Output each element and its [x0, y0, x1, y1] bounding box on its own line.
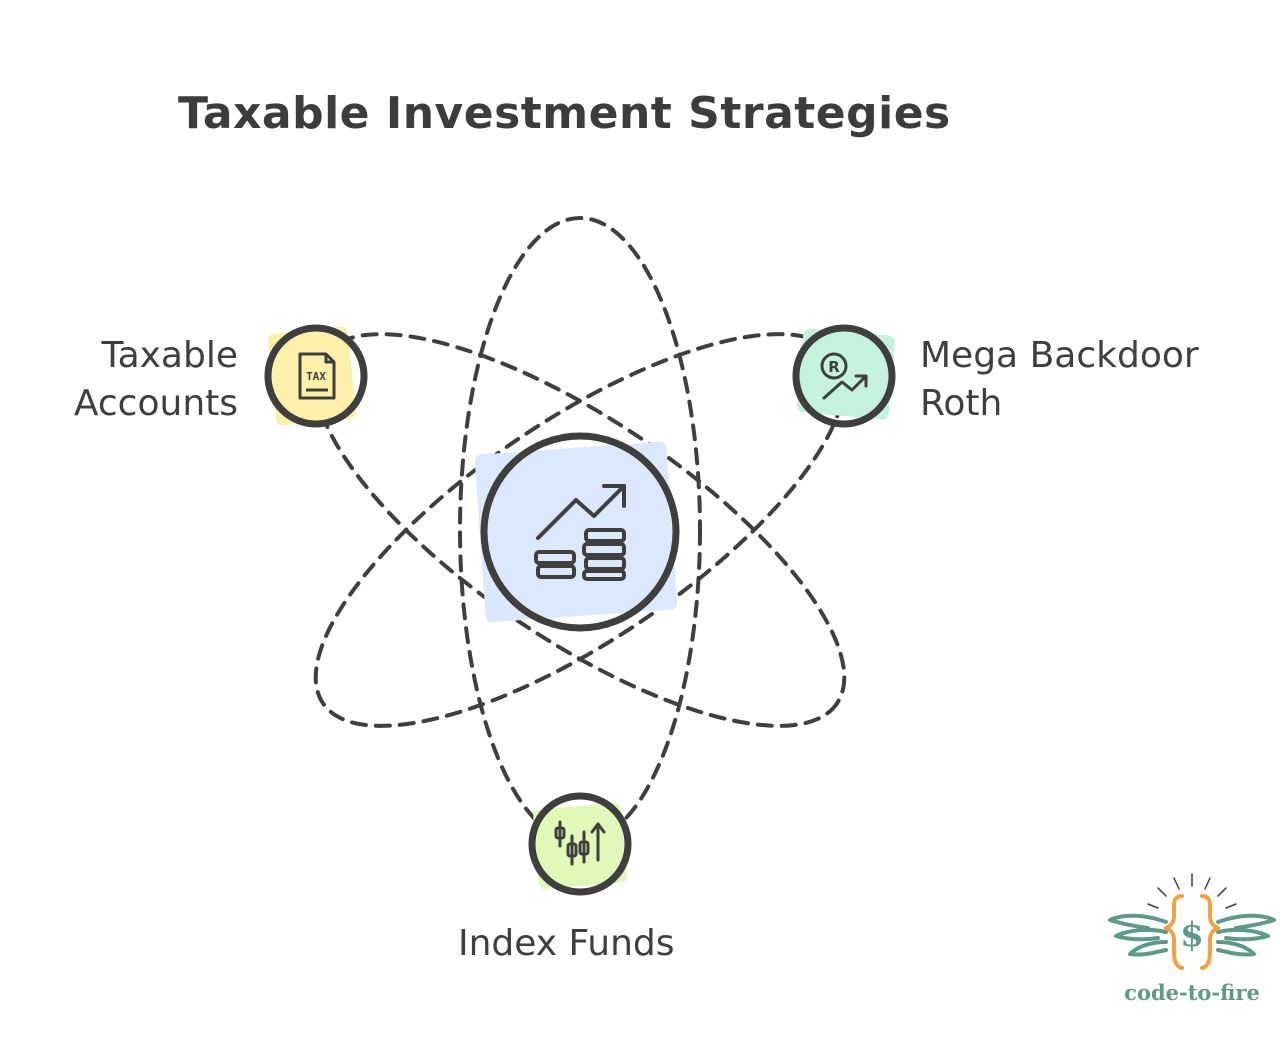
page-title: Taxable Investment Strategies [178, 88, 951, 139]
candlestick-chart-icon [554, 820, 606, 866]
roth-growth-icon [820, 352, 868, 400]
mega-backdoor-roth-label-line1: Mega Backdoor [920, 335, 1199, 376]
mega-backdoor-roth-label: Mega Backdoor Roth [920, 332, 1199, 428]
logo-dollar-symbol: $ [1180, 915, 1204, 955]
taxable-accounts-label-line1: Taxable [101, 335, 238, 376]
tax-badge: TAX [306, 370, 326, 383]
roth-badge: R [828, 358, 840, 376]
index-funds-label: Index Funds [458, 923, 675, 964]
code-to-fire-logo-icon: $ [1108, 873, 1276, 970]
logo-text: code-to-fire [1124, 980, 1260, 1005]
orbit-vertical [458, 216, 702, 844]
taxable-accounts-label: Taxable Accounts [74, 332, 238, 428]
center-node [474, 432, 680, 632]
taxable-accounts-label-line2: Accounts [73, 383, 238, 424]
mega-backdoor-roth-node: R [792, 324, 896, 428]
taxable-accounts-node: TAX [264, 324, 368, 428]
mega-backdoor-roth-label-line2: Roth [920, 383, 1003, 424]
index-funds-node [528, 792, 632, 896]
tax-document-icon [298, 352, 336, 400]
coins-growth-icon [534, 484, 626, 581]
